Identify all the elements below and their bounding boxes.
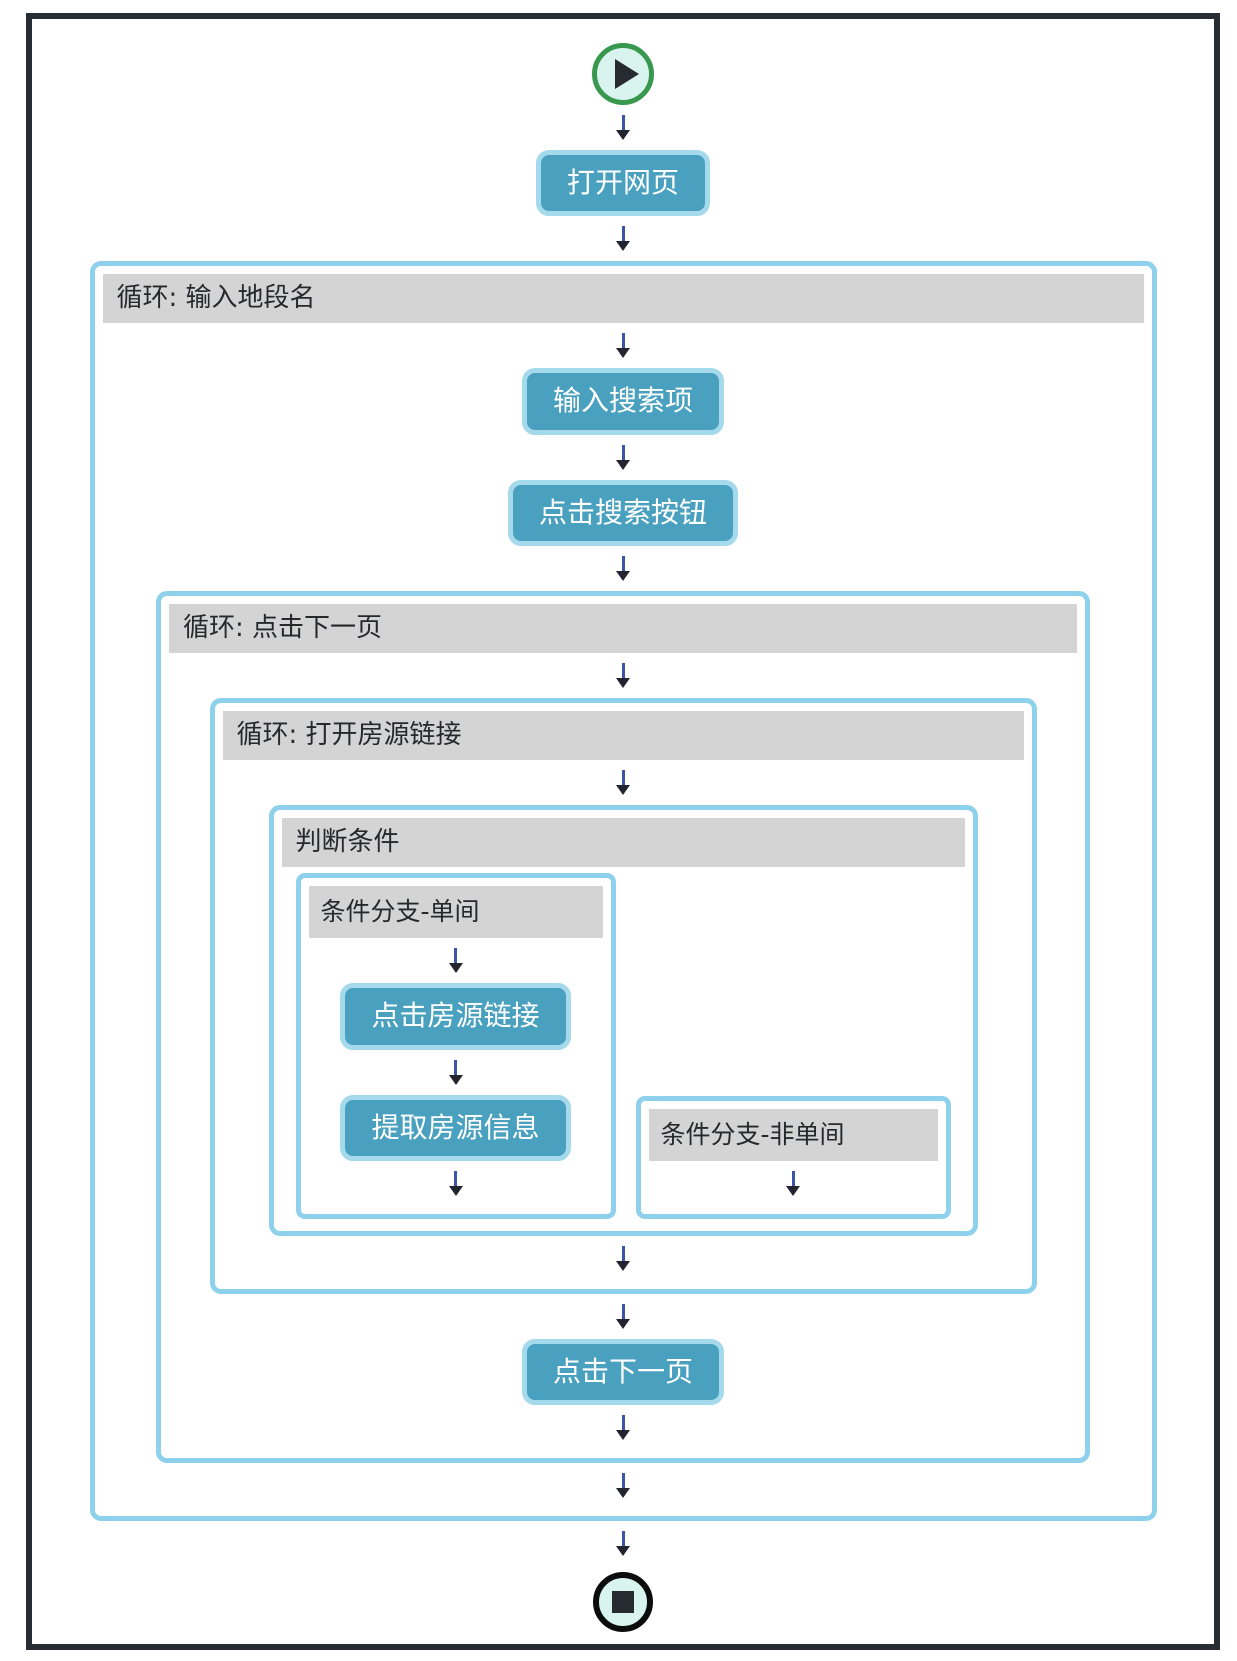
flow-arrow — [616, 115, 630, 140]
flow-arrow — [616, 555, 630, 581]
condition-block-header[interactable]: 判断条件 — [281, 818, 965, 868]
flow-arrow — [448, 948, 463, 974]
condition-block[interactable]: 判断条件 条件分支-单间 点击房源链接 提取房源信息 — [268, 805, 978, 1236]
loop-click-next-page-header[interactable]: 循环: 点击下一页 — [169, 603, 1077, 653]
flow-arrow — [616, 444, 630, 470]
branch-not-single-room-header[interactable]: 条件分支-非单间 — [648, 1108, 938, 1161]
node-click-search-button[interactable]: 点击搜索按钮 — [507, 479, 738, 546]
flow-arrow — [616, 1414, 630, 1440]
branch-single-room[interactable]: 条件分支-单间 点击房源链接 提取房源信息 — [295, 873, 616, 1219]
node-extract-listing-info[interactable]: 提取房源信息 — [340, 1094, 571, 1161]
main-flow: 打开网页 循环: 输入地段名 输入搜索项 点击搜索按钮 循环: 点击下一页 循环… — [32, 19, 1214, 1632]
branch-not-single-room[interactable]: 条件分支-非单间 — [635, 1095, 951, 1219]
flow-arrow — [616, 226, 630, 252]
stop-icon[interactable] — [593, 1571, 653, 1632]
node-input-search[interactable]: 输入搜索项 — [521, 368, 724, 435]
node-click-next-page[interactable]: 点击下一页 — [521, 1338, 724, 1405]
flow-arrow — [448, 1170, 463, 1196]
play-icon — [614, 59, 639, 89]
flow-arrow — [448, 1059, 463, 1085]
flow-arrow — [616, 1472, 630, 1498]
loop-input-area-header[interactable]: 循环: 输入地段名 — [102, 274, 1144, 324]
loop-input-area[interactable]: 循环: 输入地段名 输入搜索项 点击搜索按钮 循环: 点击下一页 循环: 打开房… — [89, 261, 1157, 1521]
flow-arrow — [616, 333, 630, 359]
node-open-webpage[interactable]: 打开网页 — [535, 150, 710, 217]
condition-branches: 条件分支-单间 点击房源链接 提取房源信息 条件分支-非单间 — [295, 873, 951, 1219]
flow-arrow — [786, 1170, 800, 1196]
flow-arrow — [616, 770, 630, 796]
flow-arrow — [616, 1530, 630, 1556]
node-click-listing-link[interactable]: 点击房源链接 — [340, 983, 571, 1050]
flow-arrow — [616, 1303, 630, 1329]
branch-single-room-header[interactable]: 条件分支-单间 — [308, 886, 603, 939]
diagram-frame: 打开网页 循环: 输入地段名 输入搜索项 点击搜索按钮 循环: 点击下一页 循环… — [26, 13, 1220, 1650]
stop-square-icon — [612, 1590, 634, 1613]
start-icon[interactable] — [592, 43, 654, 105]
loop-open-listing-link[interactable]: 循环: 打开房源链接 判断条件 条件分支-单间 点击房源链接 提取房源信息 — [209, 697, 1037, 1294]
flow-arrow — [616, 1245, 630, 1271]
flow-arrow — [616, 662, 630, 688]
loop-open-listing-link-header[interactable]: 循环: 打开房源链接 — [222, 710, 1024, 761]
loop-click-next-page[interactable]: 循环: 点击下一页 循环: 打开房源链接 判断条件 条件分支-单间 点击房源链接 — [156, 590, 1090, 1463]
